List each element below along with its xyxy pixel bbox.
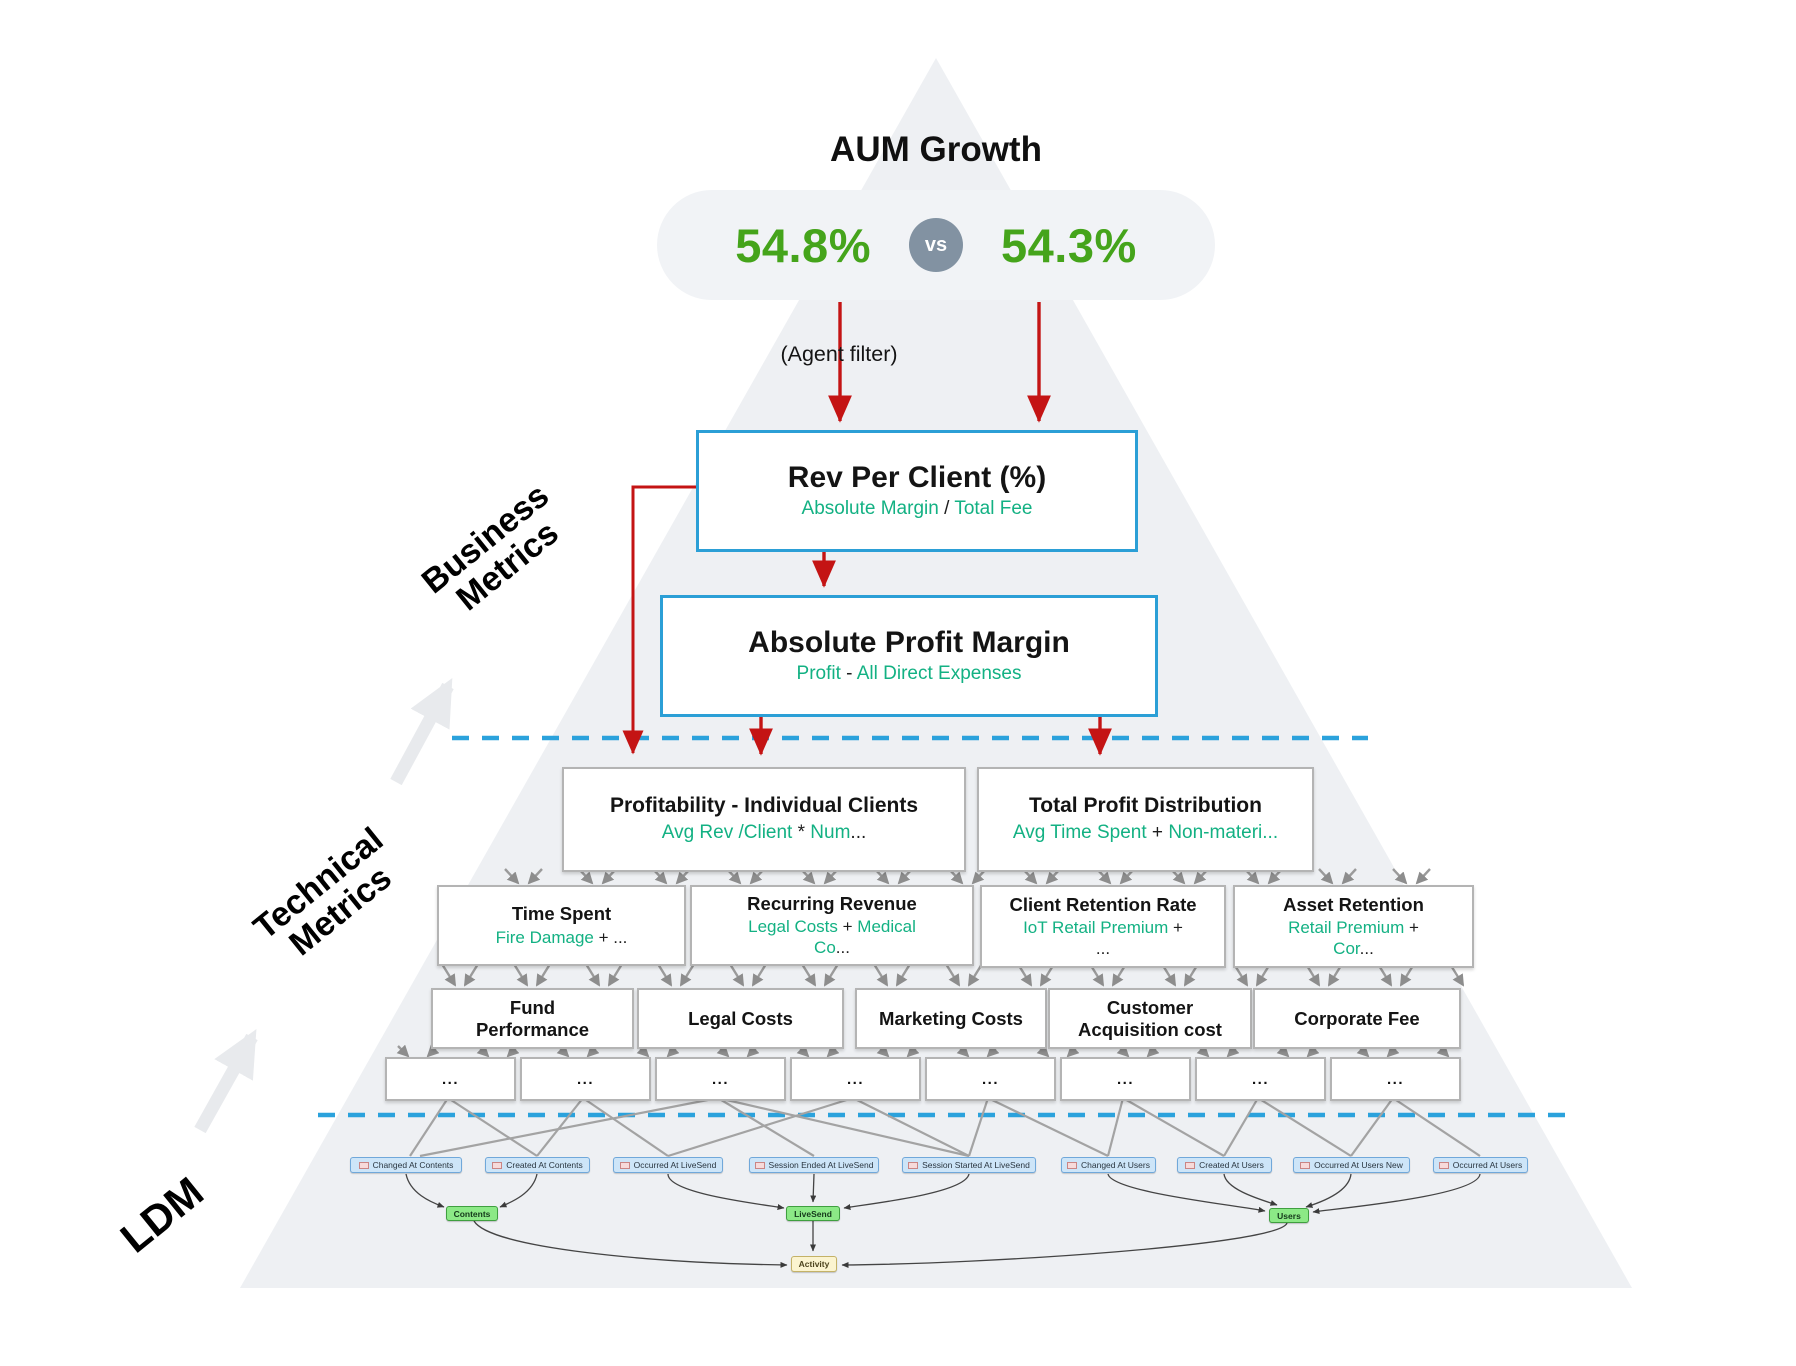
metric-box-more-5[interactable]: ... <box>925 1057 1056 1101</box>
kpi-value-left: 54.8% <box>735 218 871 272</box>
ldm-entity-contents[interactable]: Contents <box>446 1206 498 1221</box>
metric-title: Absolute Profit Margin <box>748 626 1070 660</box>
metric-box-more-8[interactable]: ... <box>1330 1057 1461 1101</box>
metric-box-more-4[interactable]: ... <box>790 1057 921 1101</box>
metric-formula: Fire Damage + ... <box>495 927 628 947</box>
ldm-attribute-changed-at-users[interactable]: Changed At Users <box>1061 1157 1156 1173</box>
metric-formula: Profit - All Direct Expenses <box>796 663 1022 685</box>
metric-box-corporate-fee[interactable]: Corporate Fee <box>1253 988 1461 1049</box>
metric-formula: Retail Premium + Cor... <box>1288 917 1419 959</box>
metric-title: Asset Retention <box>1283 893 1424 915</box>
metric-title: Rev Per Client (%) <box>787 461 1047 495</box>
ldm-attribute-occurred-at-livesend[interactable]: Occurred At LiveSend <box>613 1157 723 1173</box>
ldm-entity-users[interactable]: Users <box>1269 1208 1309 1223</box>
ldm-attribute-session-ended-at-livesend[interactable]: Session Ended At LiveSend <box>749 1157 879 1173</box>
metric-formula: Absolute Margin / Total Fee <box>801 498 1033 520</box>
agent-filter-note: (Agent filter) <box>780 342 898 366</box>
metric-box-time-spent[interactable]: Time Spent Fire Damage + ... <box>437 885 686 966</box>
ldm-relation-curves <box>405 1173 1481 1268</box>
metric-title: Profitability - Individual Clients <box>609 794 919 818</box>
table-icon <box>908 1161 919 1169</box>
page-title: AUM Growth <box>830 130 1042 169</box>
ldm-attribute-session-started-at-livesend[interactable]: Session Started At LiveSend <box>902 1157 1036 1173</box>
metric-box-customer-acquisition-cost[interactable]: Customer Acquisition cost <box>1048 988 1252 1049</box>
vs-badge: vs <box>909 218 963 272</box>
metric-box-more-6[interactable]: ... <box>1060 1057 1191 1101</box>
metric-title: Client Retention Rate <box>1009 893 1197 915</box>
metric-box-more-2[interactable]: ... <box>520 1057 651 1101</box>
metric-box-more-3[interactable]: ... <box>655 1057 786 1101</box>
metric-box-absolute-profit-margin[interactable]: Absolute Profit Margin Profit - All Dire… <box>660 595 1158 717</box>
table-icon <box>1300 1161 1311 1169</box>
kpi-value-right: 54.3% <box>1001 218 1137 272</box>
metric-title: Recurring Revenue <box>747 892 917 914</box>
metric-title: Total Profit Distribution <box>1029 794 1262 818</box>
metric-box-marketing-costs[interactable]: Marketing Costs <box>855 988 1047 1049</box>
metric-box-more-1[interactable]: ... <box>385 1057 516 1101</box>
table-icon <box>1067 1161 1077 1169</box>
ldm-attribute-changed-at-contents[interactable]: Changed At Contents <box>350 1157 462 1173</box>
metric-formula: IoT Retail Premium + ... <box>1023 917 1183 959</box>
metric-box-total-profit-distribution[interactable]: Total Profit Distribution Avg Time Spent… <box>977 767 1314 872</box>
ldm-attribute-created-at-users[interactable]: Created At Users <box>1177 1157 1272 1173</box>
table-icon <box>1185 1161 1196 1169</box>
metric-formula: Avg Rev /Client * Num... <box>661 822 867 844</box>
metric-box-client-retention-rate[interactable]: Client Retention Rate IoT Retail Premium… <box>980 885 1226 968</box>
metric-formula: Avg Time Spent + Non-materi... <box>1012 822 1279 844</box>
ldm-entity-activity[interactable]: Activity <box>791 1256 837 1272</box>
table-icon <box>358 1161 369 1169</box>
metric-box-legal-costs[interactable]: Legal Costs <box>637 988 844 1049</box>
ldm-attribute-created-at-contents[interactable]: Created At Contents <box>485 1157 590 1173</box>
table-icon <box>1438 1161 1449 1169</box>
ldm-attribute-occurred-at-users[interactable]: Occurred At Users <box>1433 1157 1528 1173</box>
ldm-link-lines <box>409 1096 1481 1158</box>
metric-title: Time Spent <box>511 903 612 925</box>
red-flow-arrows <box>622 302 1112 756</box>
kpi-comparison-pill: 54.8% vs 54.3% <box>657 190 1215 300</box>
metric-box-more-7[interactable]: ... <box>1195 1057 1326 1101</box>
table-icon <box>492 1161 503 1169</box>
axis-arrows <box>194 677 454 1134</box>
ldm-attribute-occurred-at-users-new[interactable]: Occurred At Users New <box>1293 1157 1410 1173</box>
ldm-entity-livesend[interactable]: LiveSend <box>786 1206 840 1221</box>
table-icon <box>619 1161 630 1169</box>
metric-box-rev-per-client[interactable]: Rev Per Client (%) Absolute Margin / Tot… <box>696 430 1138 552</box>
metric-box-profitability-individual-clients[interactable]: Profitability - Individual Clients Avg R… <box>562 767 966 872</box>
metric-box-asset-retention[interactable]: Asset Retention Retail Premium + Cor... <box>1233 885 1474 968</box>
metric-box-fund-performance[interactable]: Fund Performance <box>431 988 634 1049</box>
section-dividers <box>318 735 1565 1118</box>
table-icon <box>754 1161 765 1169</box>
